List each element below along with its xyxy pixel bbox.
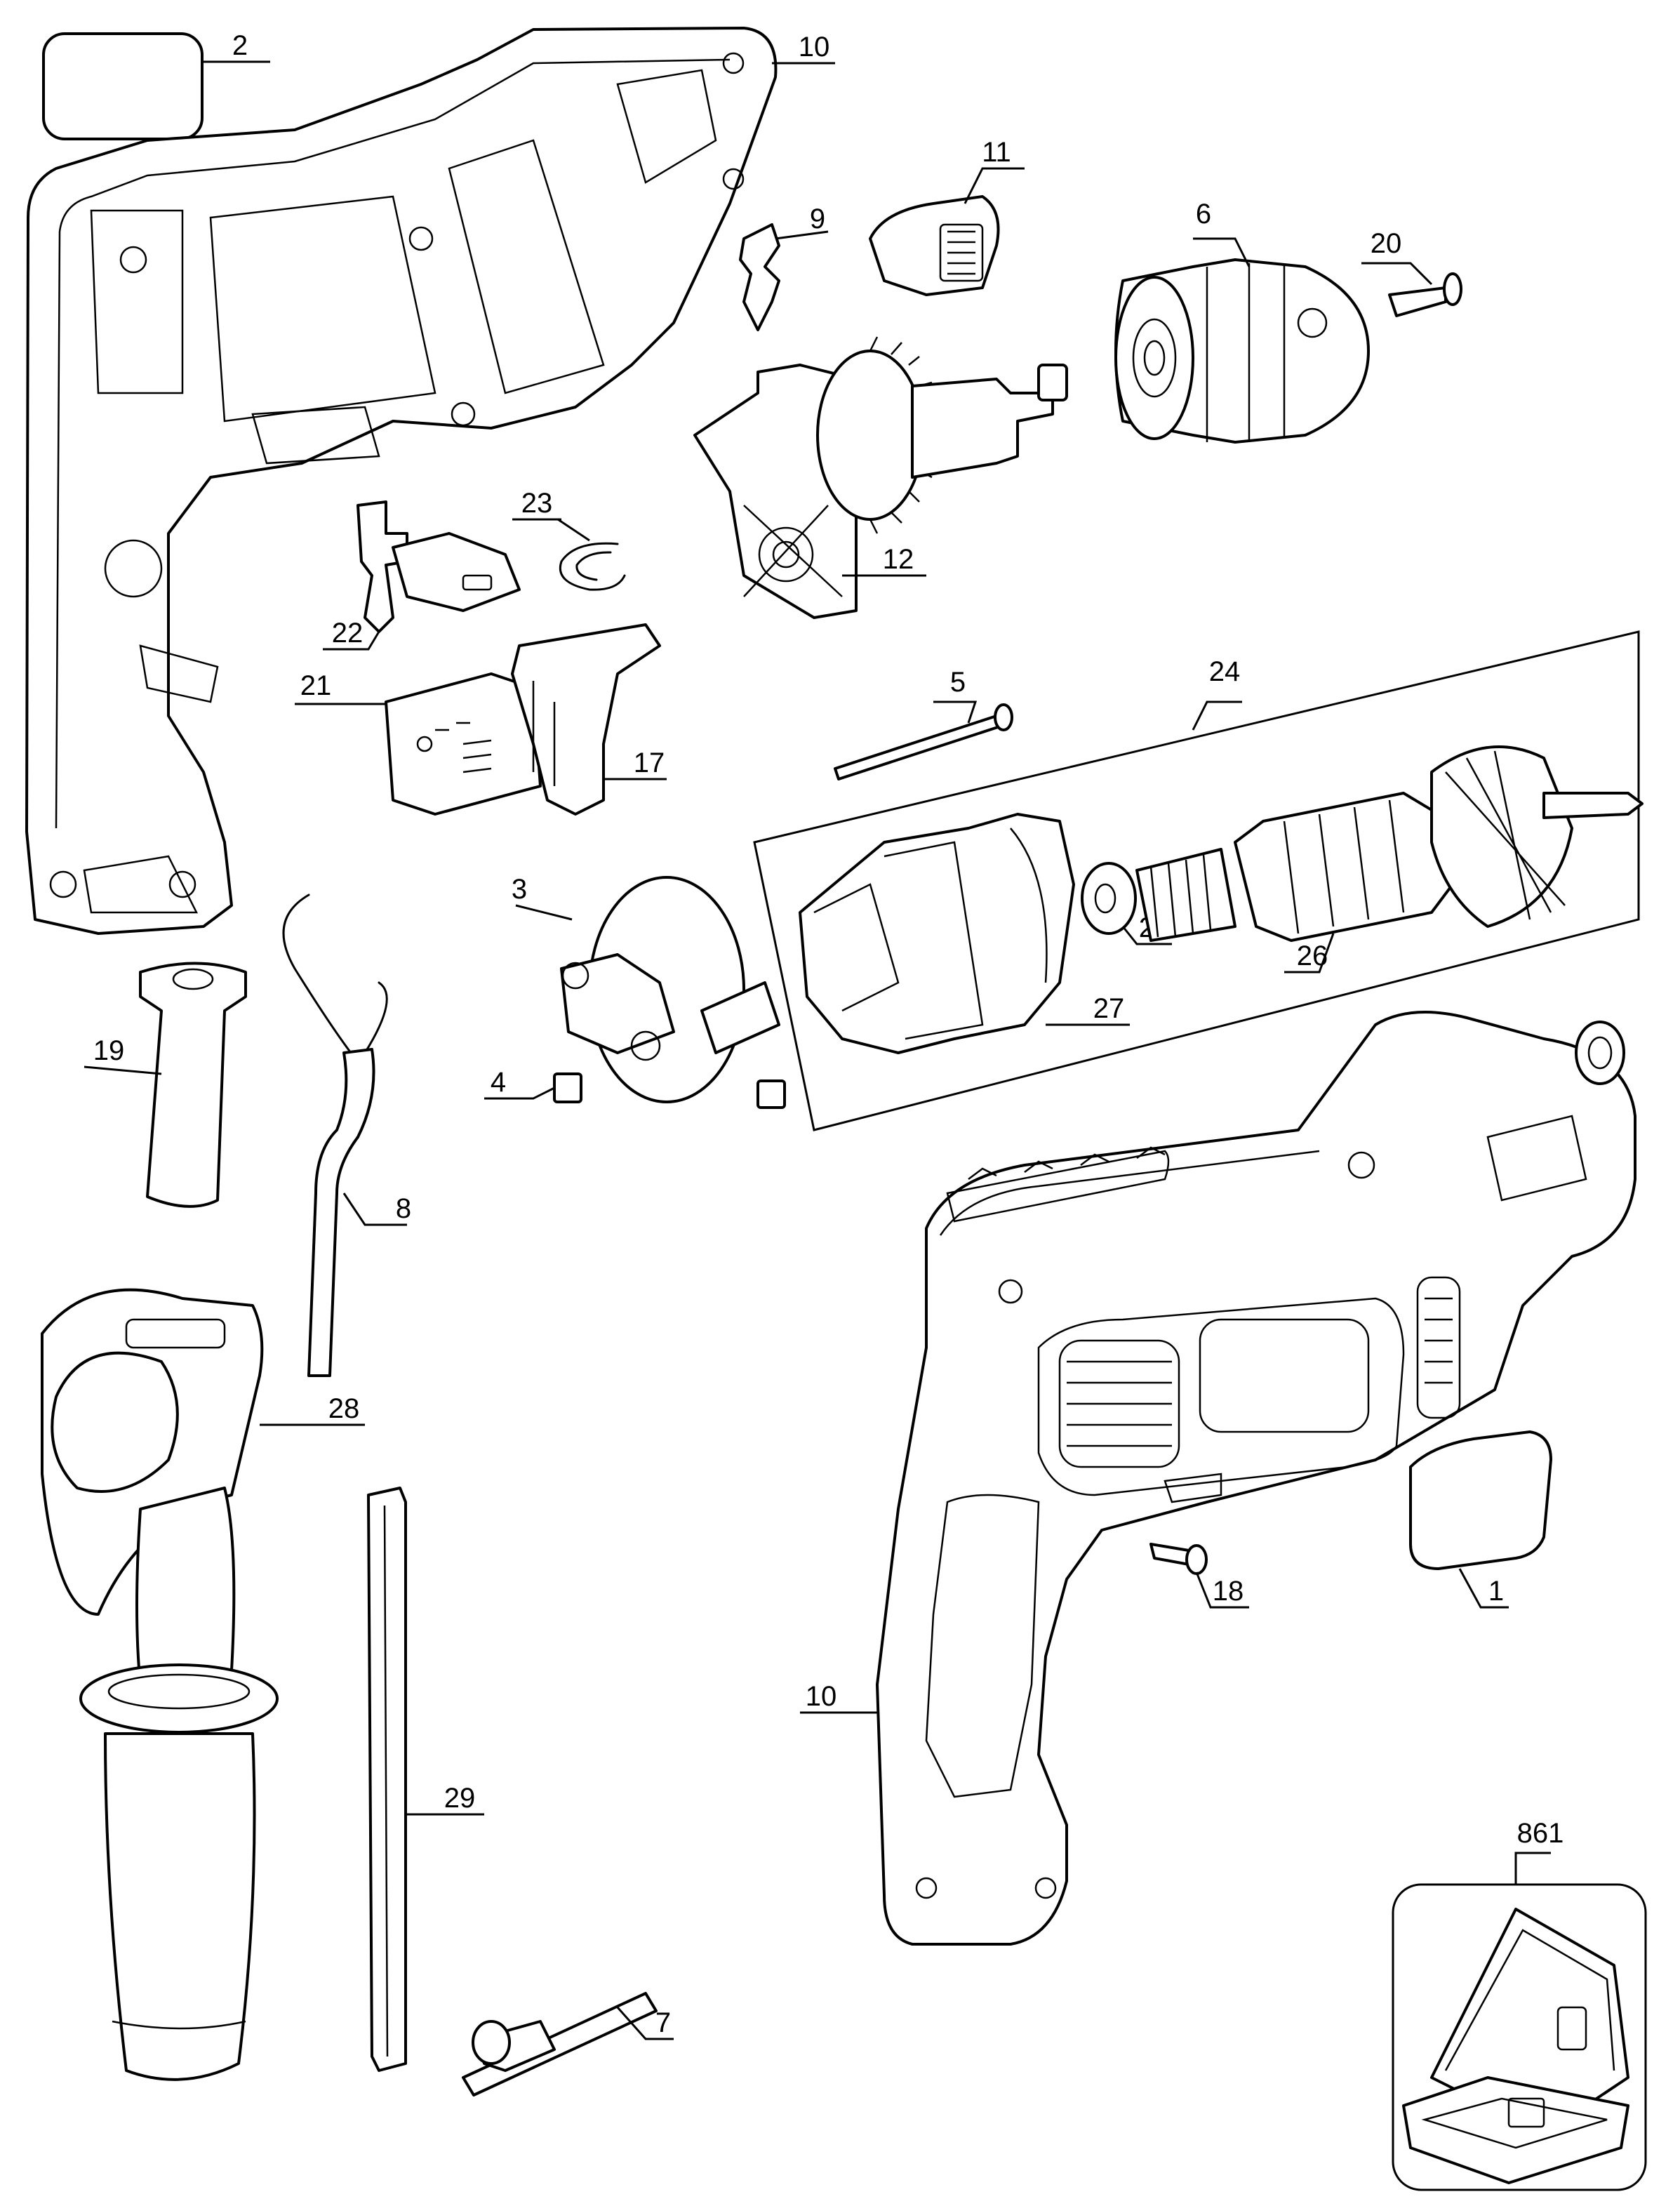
part-21-switch: 21 xyxy=(295,670,542,816)
part-20-screw: 20 xyxy=(1361,228,1462,317)
callout-22: 22 xyxy=(332,618,364,649)
callout-11: 11 xyxy=(982,137,1011,168)
part-4-brushes: 4 xyxy=(484,1067,786,1109)
part-24-motor-group: 24 xyxy=(753,630,1640,1131)
part-2-label: 2 xyxy=(42,30,270,140)
part-7-chuck-key: 7 xyxy=(462,1992,674,2097)
callout-19: 19 xyxy=(93,1035,125,1066)
callout-24: 24 xyxy=(1209,656,1241,687)
part-26-armature: 26 xyxy=(1135,745,1644,974)
callout-2: 2 xyxy=(232,30,248,61)
callout-6: 6 xyxy=(1196,199,1211,230)
callout-9: 9 xyxy=(810,204,825,234)
callout-861: 861 xyxy=(1517,1818,1564,1849)
callout-10-top: 10 xyxy=(799,32,830,62)
part-8-power-cord: 8 xyxy=(282,893,411,1377)
callout-7: 7 xyxy=(655,2007,671,2038)
callout-17: 17 xyxy=(634,747,665,778)
part-1-nameplate: 1 xyxy=(1409,1430,1552,1609)
callout-3: 3 xyxy=(512,874,527,905)
part-22-switch-part: 22 xyxy=(323,500,521,651)
part-9-lever: 9 xyxy=(739,204,829,331)
callout-4: 4 xyxy=(491,1067,506,1098)
callout-28: 28 xyxy=(328,1393,360,1424)
part-19-grip-post: 19 xyxy=(84,962,247,1208)
part-23-retaining-ring: 23 xyxy=(512,488,626,591)
part-18-screw: 18 xyxy=(1149,1543,1249,1609)
part-10-housing-half: 10 xyxy=(25,27,835,935)
part-28-side-handle: 28 xyxy=(41,1288,365,2081)
callout-21: 21 xyxy=(300,670,332,701)
part-6-chuck: 6 xyxy=(1114,199,1370,444)
part-861-carrying-case: 861 xyxy=(1392,1818,1647,2191)
callout-10-bottom: 10 xyxy=(806,1681,837,1712)
part-11-slider: 11 xyxy=(869,137,1025,296)
callout-8: 8 xyxy=(396,1193,411,1224)
callout-12: 12 xyxy=(883,544,914,575)
callout-18: 18 xyxy=(1213,1576,1244,1607)
callout-27: 27 xyxy=(1093,993,1125,1024)
callout-20: 20 xyxy=(1371,228,1402,259)
part-10-assembled-drill: 10 xyxy=(800,1011,1636,1946)
callout-1: 1 xyxy=(1488,1576,1504,1607)
callout-23: 23 xyxy=(521,488,553,519)
part-12-gear-assembly: 12 xyxy=(693,336,1068,619)
callout-26: 26 xyxy=(1297,941,1328,971)
part-3-brush-holder: 3 xyxy=(512,874,780,1103)
callout-29: 29 xyxy=(444,1783,476,1814)
part-27-field: 27 xyxy=(799,813,1130,1054)
part-29-depth-rod: 29 xyxy=(367,1487,484,2072)
part-17-trigger: 17 xyxy=(511,623,667,816)
callout-5: 5 xyxy=(950,667,966,698)
part-5-screw: 5 xyxy=(834,667,1013,780)
